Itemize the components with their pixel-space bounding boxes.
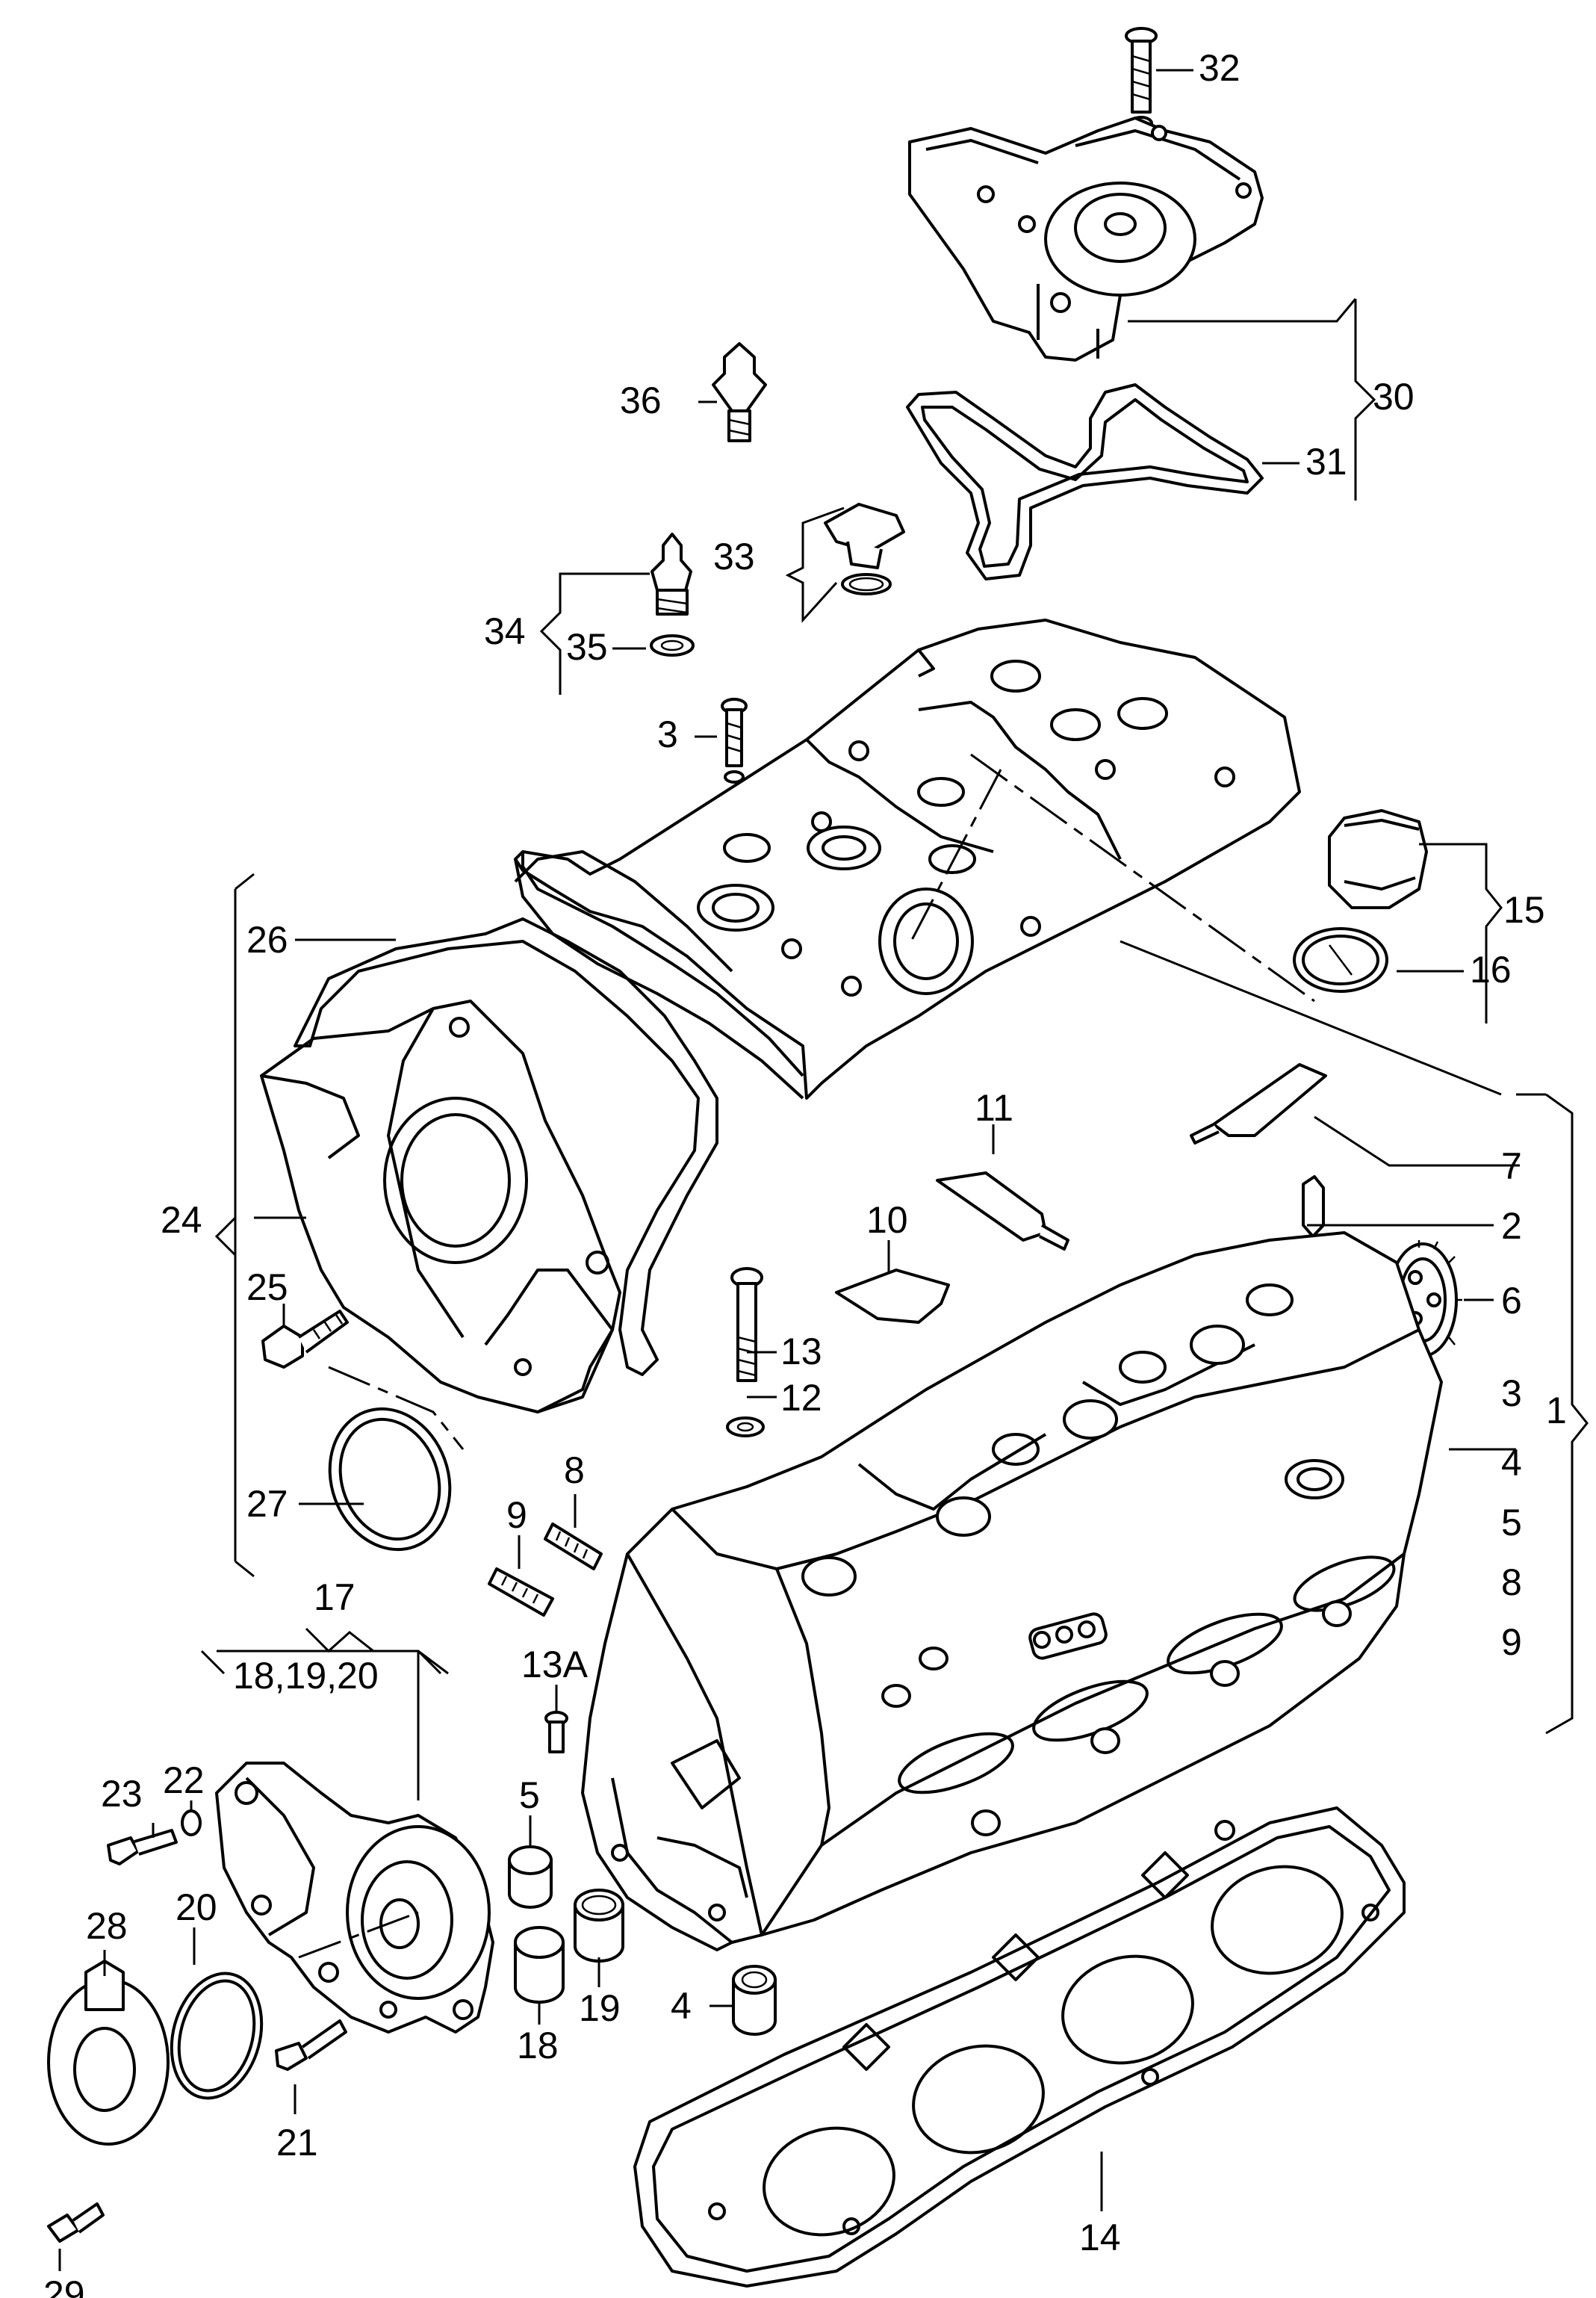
part-oil-filler-cap-15 [1293,809,1428,993]
label-8-group: 8 [1501,1561,1522,1603]
part-stud-9 [488,1567,554,1617]
label-5: 5 [519,1774,540,1816]
part-timing-cover-24 [260,1000,621,1413]
part-valve-34 [650,533,695,657]
gasket-26-upper-edge [514,850,733,973]
label-6: 6 [1501,1280,1522,1322]
label-13: 13 [780,1331,822,1372]
label-16: 16 [1470,949,1512,991]
part-cover-28 [47,1960,170,2146]
label-5-group: 5 [1501,1502,1522,1543]
label-18-19-20: 18,19,20 [233,1655,379,1697]
part-gasket-26 [294,917,718,1376]
label-29: 29 [43,2273,85,2298]
part-sleeve-18 [514,1926,565,2004]
part-valve-36 [712,342,767,442]
part-o-ring-27 [328,1407,452,1552]
part-cylinder-head [581,1231,1443,1951]
part-gasket-31 [906,383,1264,580]
part-sealant-tube-7 [1190,1063,1327,1145]
label-15: 15 [1503,889,1545,931]
label-18: 18 [517,2025,559,2066]
label-28: 28 [86,1905,128,1947]
label-4-group: 4 [1501,1442,1522,1484]
label-13a: 13A [521,1644,589,1685]
alignment-lines [298,753,1315,1959]
part-plug-5 [508,1845,553,1909]
label-21: 21 [276,2122,318,2164]
label-8: 8 [564,1449,585,1491]
label-24: 24 [161,1199,202,1241]
part-pin-2 [1302,1175,1325,1238]
part-pad-10 [835,1269,950,1324]
part-bolt-32 [1125,27,1158,131]
part-cap-33 [824,503,905,595]
part-bolt-25 [261,1310,349,1369]
label-34: 34 [484,610,526,652]
label-20: 20 [176,1886,217,1928]
label-31: 31 [1305,441,1347,483]
label-26: 26 [246,919,288,961]
part-head-gasket-14 [633,1806,1406,2288]
label-2: 2 [1501,1205,1522,1247]
label-33: 33 [713,536,755,577]
label-11: 11 [975,1087,1013,1129]
label-3-bolt: 3 [657,713,678,755]
label-23: 23 [101,1773,143,1815]
label-12: 12 [780,1377,822,1419]
leader-lines [58,69,1589,2271]
label-9: 9 [506,1494,527,1536]
label-14: 14 [1079,2217,1121,2258]
label-22: 22 [163,1759,205,1801]
part-bolt-21 [275,2019,347,2071]
part-bolt-3 [721,698,748,784]
label-25: 25 [246,1266,288,1308]
label-32: 32 [1199,47,1241,89]
label-19: 19 [579,1987,621,2029]
label-3-group: 3 [1501,1372,1522,1414]
label-9-group: 9 [1501,1621,1522,1663]
label-17: 17 [314,1576,355,1618]
part-vacuum-pump-17 [215,1762,494,2034]
label-7: 7 [1501,1145,1522,1187]
label-1: 1 [1546,1390,1567,1431]
part-sealant-tube-11 [936,1171,1069,1251]
part-bolt-13 [726,1267,765,1437]
part-stud-8 [544,1523,603,1570]
part-oil-separator-30 [908,117,1264,362]
label-27: 27 [246,1483,288,1525]
part-o-ring-20 [170,1972,264,2100]
part-sleeve-19 [574,1889,624,1963]
part-washer-22 [181,1809,202,1836]
callout-labels: 32 30 31 36 33 34 35 3 15 16 26 24 25 27… [43,47,1567,2298]
part-valve-cover [514,619,1301,1100]
label-4: 4 [671,1985,692,2027]
label-10: 10 [866,1199,908,1241]
label-36: 36 [620,380,662,421]
label-35: 35 [566,626,608,668]
part-bolt-23 [107,1829,178,1865]
part-bushing-4 [732,1965,777,2036]
part-bolt-13a [544,1711,568,1753]
part-bolt-29 [47,2202,105,2243]
label-30: 30 [1373,376,1415,418]
